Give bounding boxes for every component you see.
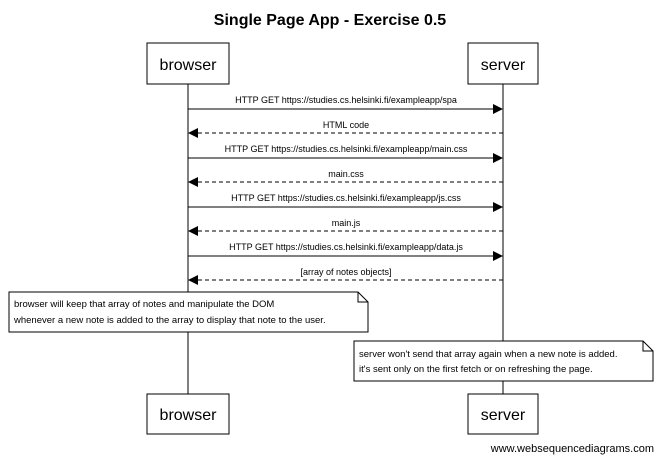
message-label: HTML code — [323, 120, 369, 130]
note-fold — [357, 292, 368, 303]
note-line: it's sent only on the first fetch or on … — [359, 364, 593, 375]
participant-box — [467, 42, 539, 85]
message-label: main.js — [332, 218, 361, 228]
message-label: HTTP GET https://studies.cs.helsinki.fi/… — [225, 144, 468, 154]
message-label: HTTP GET https://studies.cs.helsinki.fi/… — [229, 242, 463, 252]
participant-browser-top: browser — [146, 42, 230, 85]
participant-box — [467, 393, 539, 435]
note-browser: browser will keep that array of notes an… — [8, 291, 369, 333]
participant-box — [146, 393, 230, 435]
message-4: main.css — [188, 169, 503, 187]
message-6: main.js — [188, 218, 503, 236]
message-label: [array of notes objects] — [300, 267, 391, 277]
participant-label: server — [481, 407, 526, 424]
note-fold — [642, 341, 653, 352]
note-line: server won't send that array again when … — [359, 349, 617, 360]
note-server: server won't send that array again when … — [353, 340, 654, 382]
message-label: HTTP GET https://studies.cs.helsinki.fi/… — [231, 193, 461, 203]
note-line: browser will keep that array of notes an… — [14, 299, 274, 310]
message-5: HTTP GET https://studies.cs.helsinki.fi/… — [188, 193, 503, 212]
watermark-link[interactable]: www.websequencediagrams.com — [490, 443, 654, 455]
diagram-title: Single Page App - Exercise 0.5 — [214, 12, 446, 29]
note-box — [353, 340, 654, 382]
message-3: HTTP GET https://studies.cs.helsinki.fi/… — [188, 144, 503, 163]
message-7: HTTP GET https://studies.cs.helsinki.fi/… — [188, 242, 503, 261]
participant-server-top: server — [467, 42, 539, 85]
message-8: [array of notes objects] — [188, 267, 503, 285]
participant-label: browser — [160, 407, 218, 424]
participant-label: browser — [160, 57, 218, 74]
participant-browser-bottom: browser — [146, 393, 230, 435]
participant-server-bottom: server — [467, 393, 539, 435]
message-label: HTTP GET https://studies.cs.helsinki.fi/… — [235, 95, 457, 105]
message-2: HTML code — [188, 120, 503, 138]
message-1: HTTP GET https://studies.cs.helsinki.fi/… — [188, 95, 503, 114]
participant-label: server — [481, 57, 526, 74]
note-line: whenever a new note is added to the arra… — [13, 315, 326, 326]
message-label: main.css — [328, 169, 364, 179]
note-box — [8, 291, 369, 333]
participant-box — [146, 42, 230, 85]
